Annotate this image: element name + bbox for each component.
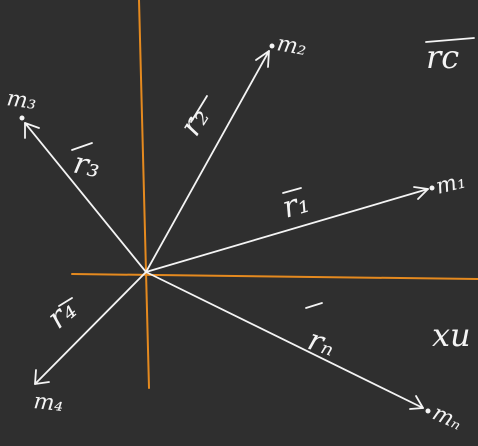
edge-text-xu: xu (432, 316, 471, 354)
vector-bar-r4 (58, 297, 73, 307)
label-m4: m₄ (32, 389, 64, 417)
label-m3: m₃ (5, 86, 38, 115)
vector-bar-r1 (282, 187, 302, 194)
label-rn: rₙ (304, 322, 340, 363)
label-mn: mₙ (429, 401, 466, 436)
vector-bar-r3 (71, 142, 93, 151)
horizontal-axis (71, 273, 478, 280)
label-r1: r₁ (279, 185, 314, 226)
label-m2: m₂ (275, 31, 309, 61)
vector-rn (145, 271, 431, 414)
vector-r3 (19, 115, 147, 273)
vertical-axis (138, 0, 150, 389)
vector-bar-r2 (190, 95, 208, 123)
vector-bar-rn (305, 302, 323, 309)
label-r3: r₃ (70, 146, 103, 186)
vector-r4 (34, 271, 147, 385)
vector-r2 (145, 43, 275, 273)
edge-text-rc: rc (426, 38, 459, 76)
vector-r1 (145, 185, 435, 273)
edge-bar-rc (425, 37, 475, 43)
label-r4: r₄ (41, 292, 84, 336)
label-m1: m₁ (433, 168, 468, 199)
label-r2: r₂ (173, 101, 217, 142)
